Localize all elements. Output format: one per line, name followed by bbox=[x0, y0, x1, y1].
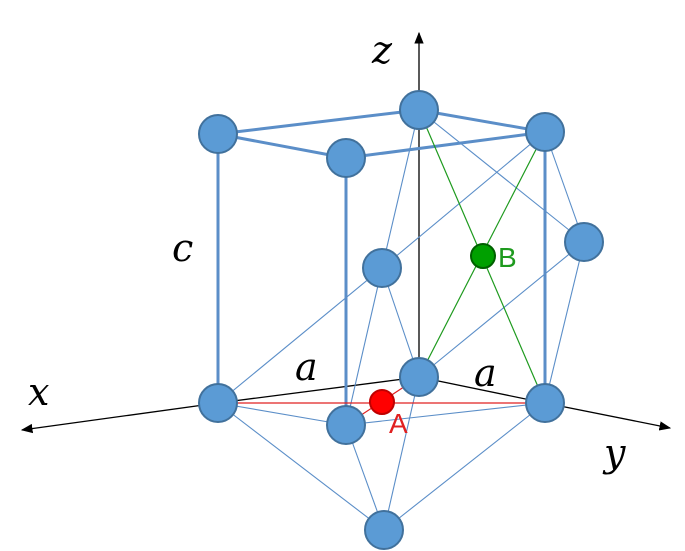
thin-bonds bbox=[217, 109, 585, 531]
lattice-a-right-label: a bbox=[474, 351, 497, 395]
lattice-a-left-label: a bbox=[295, 345, 318, 389]
y-axis bbox=[544, 402, 672, 431]
atom-bottom-left bbox=[198, 383, 238, 423]
atom-lower bbox=[364, 510, 404, 550]
site-a-marker bbox=[369, 389, 395, 415]
atom-top-front bbox=[326, 138, 366, 178]
atom-mid-right bbox=[564, 222, 604, 262]
atom-mid-left bbox=[362, 248, 402, 288]
z-axis-label: z bbox=[371, 28, 393, 72]
atom-top-left bbox=[198, 114, 238, 154]
site-b-label: B bbox=[498, 242, 517, 273]
atom-bottom-right bbox=[525, 383, 565, 423]
basal-edge-front-right bbox=[418, 376, 546, 404]
basal-edge-front-left bbox=[217, 376, 420, 404]
site-b-marker bbox=[470, 243, 496, 269]
site-a-label: A bbox=[389, 408, 408, 439]
atom-top-back bbox=[399, 90, 439, 130]
atoms bbox=[198, 90, 604, 550]
coordinate-axes bbox=[20, 31, 672, 434]
x-axis bbox=[20, 402, 219, 434]
atom-bottom-origin bbox=[399, 357, 439, 397]
y-axis-label: y bbox=[602, 431, 626, 475]
atom-bottom-front bbox=[326, 405, 366, 445]
x-axis-label: x bbox=[28, 370, 49, 414]
atom-top-right bbox=[525, 112, 565, 152]
lattice-c-label: c bbox=[172, 226, 193, 270]
unit-cell-edges bbox=[216, 108, 547, 427]
